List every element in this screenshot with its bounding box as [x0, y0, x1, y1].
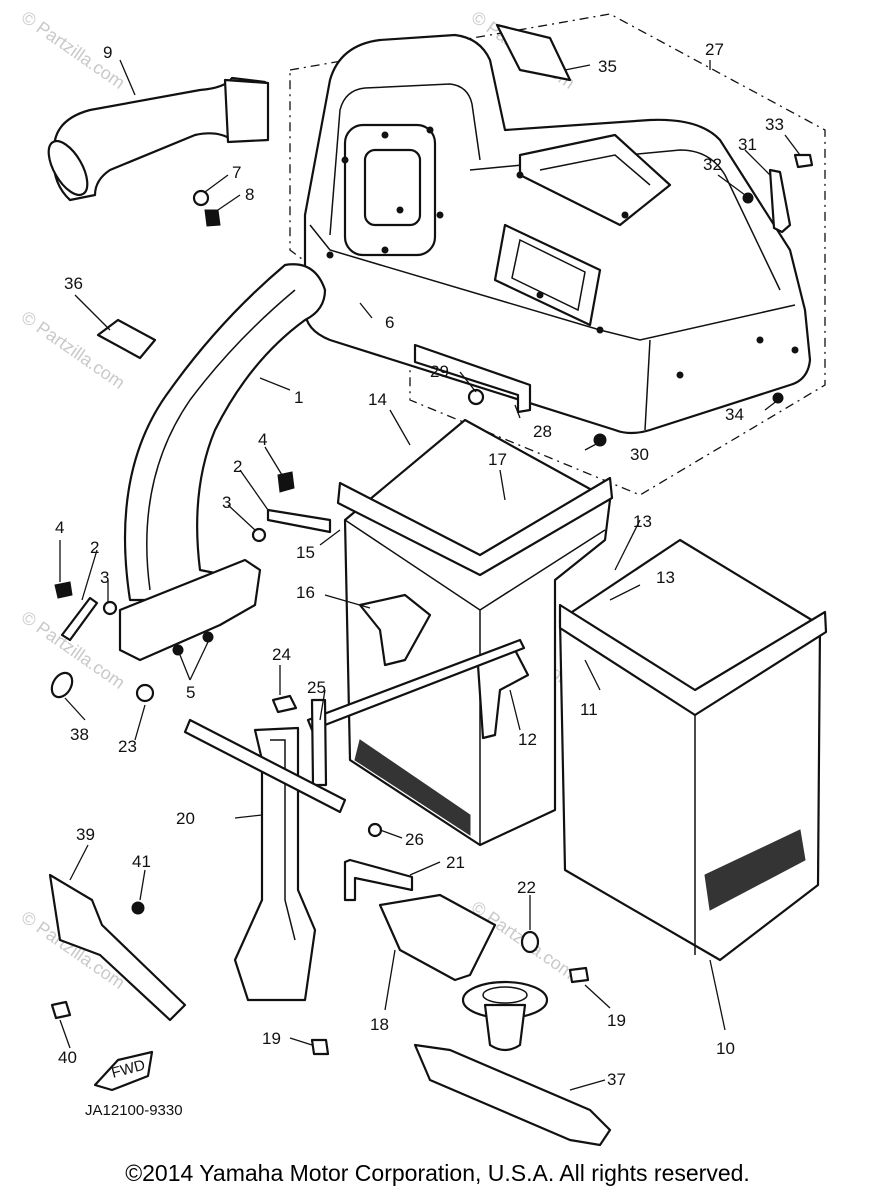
bolt-26	[367, 822, 383, 838]
callout-19-bottom: 19	[262, 1029, 281, 1048]
callout-28: 28	[533, 422, 552, 441]
callout-13-a: 13	[633, 512, 652, 531]
callout-29: 29	[430, 362, 449, 381]
callout-10: 10	[716, 1039, 735, 1058]
callout-40: 40	[58, 1048, 77, 1067]
nut-34	[772, 392, 784, 404]
callout-26: 26	[405, 830, 424, 849]
callout-31: 31	[738, 135, 757, 154]
clip-22	[520, 930, 540, 954]
watermark: © Partzilla.com	[18, 307, 129, 393]
rod-21	[343, 858, 414, 902]
frame-20	[183, 718, 347, 1002]
callout-14: 14	[368, 390, 387, 409]
callout-36: 36	[64, 274, 83, 293]
nut-5b	[202, 631, 214, 643]
callout-22: 22	[517, 878, 536, 897]
fwd-arrow: FWD	[93, 1050, 154, 1092]
callout-37: 37	[607, 1070, 626, 1089]
copyright-notice: ©2014 Yamaha Motor Corporation, U.S.A. A…	[125, 1160, 750, 1186]
bolt-4-right	[277, 471, 295, 493]
washer-23	[135, 683, 155, 703]
callout-18: 18	[370, 1015, 389, 1034]
mount-plate-5	[118, 558, 262, 662]
callout-34: 34	[725, 405, 744, 424]
link-2-left	[60, 596, 99, 642]
callout-7: 7	[232, 163, 241, 182]
callout-17: 17	[488, 450, 507, 469]
callout-3-left: 3	[100, 568, 109, 587]
callout-1: 1	[294, 388, 303, 407]
callout-15: 15	[296, 543, 315, 562]
screw-33	[793, 153, 814, 169]
bolt-40	[50, 1000, 72, 1020]
callout-2-right: 2	[233, 457, 242, 476]
ring-38	[50, 671, 74, 699]
bolt-19-bottom	[310, 1038, 330, 1056]
callout-33: 33	[765, 115, 784, 134]
washer-3-left	[102, 600, 118, 616]
nut-5a	[172, 644, 184, 656]
callout-16: 16	[296, 583, 315, 602]
callout-8: 8	[245, 185, 254, 204]
leader-lines	[59, 59, 801, 1091]
cap-24	[271, 694, 298, 714]
bolt-19-right	[568, 966, 590, 984]
nut-41	[131, 901, 145, 915]
rod-post-25	[310, 698, 328, 787]
callout-27: 27	[705, 40, 724, 59]
callout-21: 21	[446, 853, 465, 872]
grass-bag-10	[558, 538, 828, 962]
top-cover-27	[303, 33, 812, 435]
callout-4-right: 4	[258, 430, 267, 449]
callout-30: 30	[630, 445, 649, 464]
rod-25	[306, 638, 526, 732]
pad-36	[96, 318, 157, 360]
callout-6: 6	[385, 313, 394, 332]
shield-39	[48, 873, 187, 1022]
callout-20: 20	[176, 809, 195, 828]
callout-25: 25	[307, 678, 326, 697]
callout-39: 39	[76, 825, 95, 844]
screw-32	[742, 192, 754, 204]
washer-3-right	[251, 527, 267, 543]
chute-1	[123, 263, 327, 602]
callout-23: 23	[118, 737, 137, 756]
callout-41: 41	[132, 852, 151, 871]
callout-3-right: 3	[222, 493, 231, 512]
callout-9: 9	[103, 43, 112, 62]
grass-bag-14	[336, 418, 614, 847]
callout-13-b: 13	[656, 568, 675, 587]
callout-4-left: 4	[55, 518, 64, 537]
label-35	[495, 23, 572, 82]
callout-2-left: 2	[90, 538, 99, 557]
washer-7	[192, 189, 210, 207]
callout-11: 11	[580, 700, 598, 719]
bolt-29	[467, 388, 485, 406]
latch-31	[768, 168, 792, 234]
bracket-16	[358, 593, 432, 667]
bolt-4-left	[54, 581, 73, 599]
assembly-outline	[289, 13, 826, 496]
blade-37	[413, 1043, 612, 1147]
callout-5: 5	[186, 683, 195, 702]
nut-8	[204, 209, 221, 227]
bracket-18	[378, 893, 497, 982]
callout-35: 35	[598, 57, 617, 76]
hub	[461, 980, 549, 1052]
callout-19-right: 19	[607, 1011, 626, 1030]
callout-38: 38	[70, 725, 89, 744]
callout-32: 32	[703, 155, 722, 174]
callout-24: 24	[272, 645, 291, 664]
drawing-code: JA12100-9330	[85, 1102, 183, 1119]
duct-9	[47, 76, 270, 202]
callout-labels: 9 7 8 35 27 33 31 32 36 6 1 29 28 30 34 …	[55, 40, 784, 1089]
link-2-right	[266, 508, 332, 534]
callout-12: 12	[518, 730, 537, 749]
